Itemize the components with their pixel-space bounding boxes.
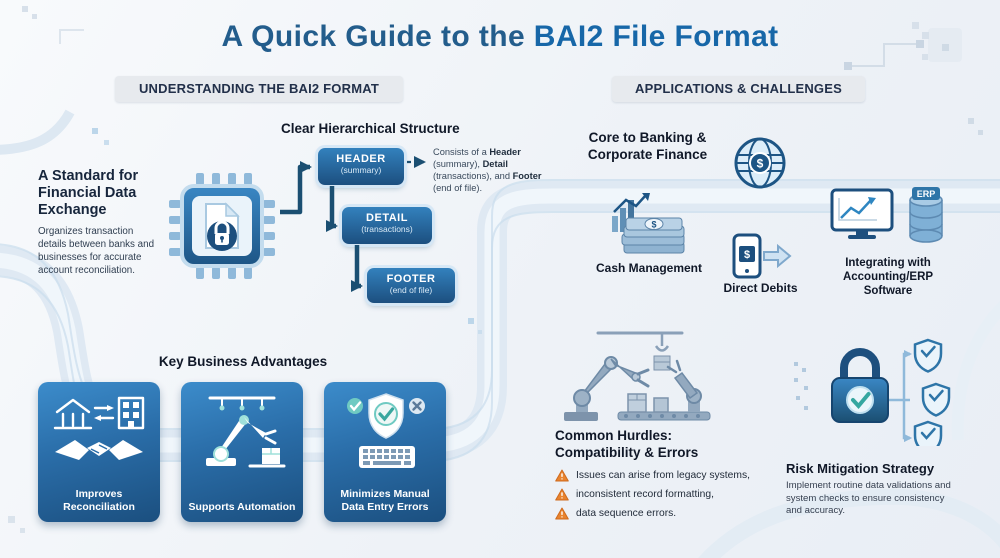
flow-node-footer-label: FOOTER xyxy=(386,273,436,285)
bank-handshake-icon xyxy=(38,392,160,472)
risk-title: Risk Mitigation Strategy xyxy=(786,461,935,476)
svg-text:$: $ xyxy=(757,157,764,171)
advantage-card-reconciliation: Improves Reconciliation xyxy=(38,382,160,522)
hurdle-text: Issues can arise from legacy systems, xyxy=(576,470,750,481)
hierarchy-note: Consists of a Header (summary), Detail (… xyxy=(433,146,549,194)
shield-keyboard-icon xyxy=(324,392,446,472)
warning-icon xyxy=(555,507,569,520)
hierarchy-title: Clear Hierarchical Structure xyxy=(281,121,460,136)
flow-node-header: HEADER (summary) xyxy=(318,148,404,185)
chip-lock-icon xyxy=(169,173,275,279)
advantage-card-errors: Minimizes Manual Data Entry Errors xyxy=(324,382,446,522)
direct-debits-label: Direct Debits xyxy=(723,281,798,295)
factory-robots-illustration xyxy=(564,331,711,421)
cash-management-label: Cash Management xyxy=(595,261,703,275)
warning-icon xyxy=(555,488,569,501)
standard-title: A Standard for Financial Data Exchange xyxy=(38,168,139,219)
svg-text:$: $ xyxy=(651,220,656,230)
note-text: (end of file). xyxy=(433,183,483,194)
flow-node-header-sub: (summary) xyxy=(340,165,382,175)
advantages-title: Key Business Advantages xyxy=(158,354,328,369)
flow-node-detail: DETAIL (transactions) xyxy=(342,207,432,244)
note-text-bold: Footer xyxy=(512,171,542,182)
erp-integration-icon: ERP xyxy=(830,187,943,243)
flow-node-detail-sub: (transactions) xyxy=(361,224,413,234)
page-title-highlight: BAI2 File Format xyxy=(533,20,779,53)
risk-lock-shields-illustration xyxy=(794,338,951,446)
hurdle-item: Issues can arise from legacy systems, xyxy=(555,469,785,483)
flow-node-header-label: HEADER xyxy=(336,153,386,165)
advantage-card-label: Supports Automation xyxy=(188,500,296,513)
advantage-card-label: Improves Reconciliation xyxy=(63,487,135,513)
note-text: (summary), xyxy=(433,159,483,170)
svg-text:$: $ xyxy=(744,249,750,261)
section-header-left: UNDERSTANDING THE BAI2 FORMAT xyxy=(115,76,403,102)
warning-icon xyxy=(555,469,569,482)
hurdles-title: Common Hurdles: Compatibility & Errors xyxy=(555,428,699,460)
page-title-prefix: A Quick Guide to the xyxy=(221,20,534,53)
note-text: Consists of a xyxy=(433,147,490,157)
section-header-right: APPLICATIONS & CHALLENGES xyxy=(612,76,865,102)
note-text: (transactions), and xyxy=(433,171,513,182)
flow-node-footer: FOOTER (end of file) xyxy=(367,268,455,303)
hurdle-item: data sequence errors. xyxy=(555,507,785,521)
core-title: Core to Banking & Corporate Finance xyxy=(587,130,708,162)
hurdles-list: Issues can arise from legacy systems, in… xyxy=(555,469,785,526)
svg-text:ERP: ERP xyxy=(917,189,936,199)
page-title: A Quick Guide to the BAI2 File Format xyxy=(0,20,1000,54)
risk-body: Implement routine data validations and s… xyxy=(786,480,951,517)
erp-integration-label: Integrating with Accounting/ERP Software xyxy=(842,257,934,298)
advantage-card-automation: Supports Automation xyxy=(181,382,303,522)
hurdle-text: data sequence errors. xyxy=(576,507,677,519)
flow-node-footer-sub: (end of file) xyxy=(389,285,433,295)
hurdle-item: inconsistent record formatting, xyxy=(555,488,785,502)
advantage-card-label: Minimizes Manual Data Entry Errors xyxy=(340,487,430,513)
note-text-bold: Detail xyxy=(482,159,508,170)
cash-management-icon: $ xyxy=(612,193,685,254)
globe-dollar-icon: $ xyxy=(734,137,786,189)
robot-arm-icon xyxy=(181,392,303,472)
flow-node-detail-label: DETAIL xyxy=(366,212,408,224)
standard-body: Organizes transaction details between ba… xyxy=(38,226,155,276)
note-text-bold: Header xyxy=(489,147,521,157)
hurdle-text: inconsistent record formatting, xyxy=(576,488,714,500)
direct-debits-icon: $ xyxy=(732,233,792,279)
